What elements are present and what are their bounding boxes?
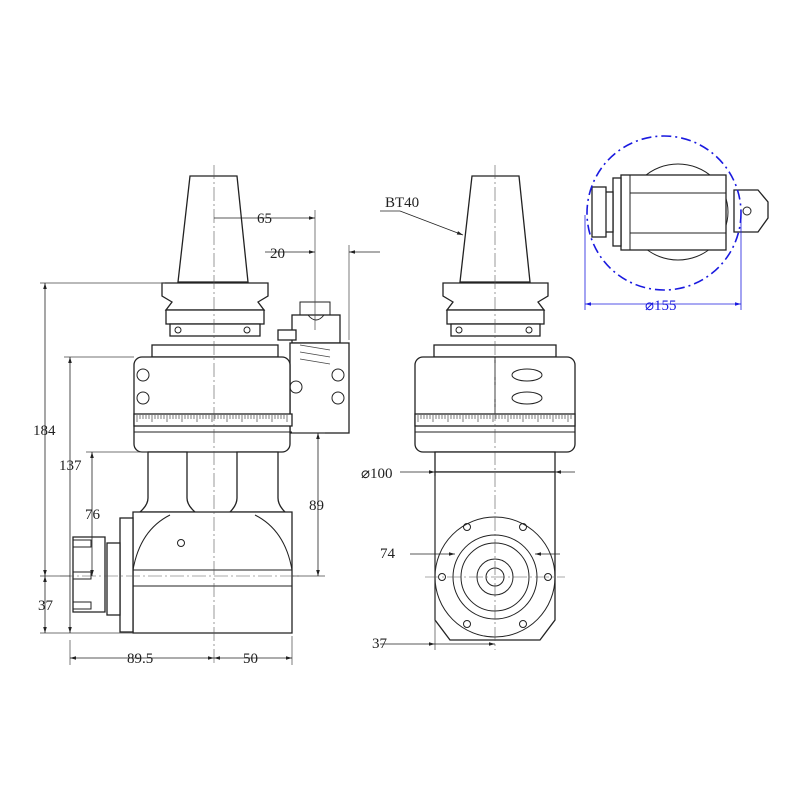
dim-137-label: 137 <box>59 458 82 474</box>
dim-89-label: 89 <box>309 498 324 514</box>
flange-ring <box>165 309 265 325</box>
face-plate <box>612 177 622 247</box>
oval-window-icon <box>511 391 543 405</box>
face-plate <box>119 517 134 633</box>
oval-window-icon <box>511 368 543 382</box>
side-view: 65 20 184 137 76 89 37 89.5 50 <box>33 165 380 667</box>
bolt-icon <box>463 523 471 531</box>
nut-ring <box>106 542 121 616</box>
side-bracket <box>289 342 350 434</box>
dim-37-label: 37 <box>38 598 54 614</box>
adapter-ring <box>151 344 279 358</box>
er-collet-nut <box>72 536 106 613</box>
bolt-icon <box>331 391 345 405</box>
bolt-icon <box>136 368 150 382</box>
dim-65-label: 65 <box>257 211 272 227</box>
screw-icon <box>174 326 182 334</box>
dim-diameter-155-label: ⌀155 <box>645 298 677 314</box>
dim-37-front-label: 37 <box>372 636 388 652</box>
bolt-icon <box>463 620 471 628</box>
spindle-head <box>132 511 293 634</box>
flange <box>161 282 269 311</box>
spring-icon <box>299 344 331 365</box>
dim-76-label: 76 <box>85 507 101 523</box>
flange-ring-lower <box>450 323 541 337</box>
dim-diameter-100-label: ⌀100 <box>361 466 393 482</box>
neck-left <box>138 451 197 513</box>
stop-block <box>291 314 341 344</box>
dim-89-5-label: 89.5 <box>127 651 153 667</box>
bt40-taper <box>459 175 531 283</box>
dimensions <box>40 210 380 665</box>
housing <box>133 356 291 453</box>
dim-50-label: 50 <box>243 651 258 667</box>
angle-scale <box>133 413 293 427</box>
top-view: ⌀155 <box>584 135 769 314</box>
front-view: BT40 ⌀100 74 37 <box>361 165 576 652</box>
dim-74-label: 74 <box>380 546 396 562</box>
bolt-icon <box>519 620 527 628</box>
scale-ticks <box>136 415 288 422</box>
bt40-taper <box>177 175 249 283</box>
swing-diameter-circle <box>586 135 742 291</box>
stop-screw <box>277 329 297 341</box>
dim-20-label: 20 <box>270 246 285 262</box>
stop-pin-icon <box>742 206 752 216</box>
flange-ring-lower <box>169 323 261 337</box>
nut-slot <box>72 601 92 610</box>
bolt-icon <box>331 368 345 382</box>
bolt-icon <box>519 523 527 531</box>
scale-ticks <box>417 415 572 422</box>
spindle-head-contour <box>132 514 293 571</box>
screw-icon <box>455 326 463 334</box>
neck-right <box>228 451 287 513</box>
screw-icon <box>525 326 533 334</box>
bt40-label: BT40 <box>385 195 419 211</box>
flange <box>442 282 549 311</box>
dimensions <box>380 210 575 650</box>
screw-icon <box>243 326 251 334</box>
lube-port-icon <box>177 539 185 547</box>
flange-ring <box>446 309 545 325</box>
housing-top <box>620 174 727 251</box>
bolt-icon <box>136 391 150 405</box>
dim-184-label: 184 <box>33 423 56 439</box>
er-collet-nut <box>591 186 607 238</box>
